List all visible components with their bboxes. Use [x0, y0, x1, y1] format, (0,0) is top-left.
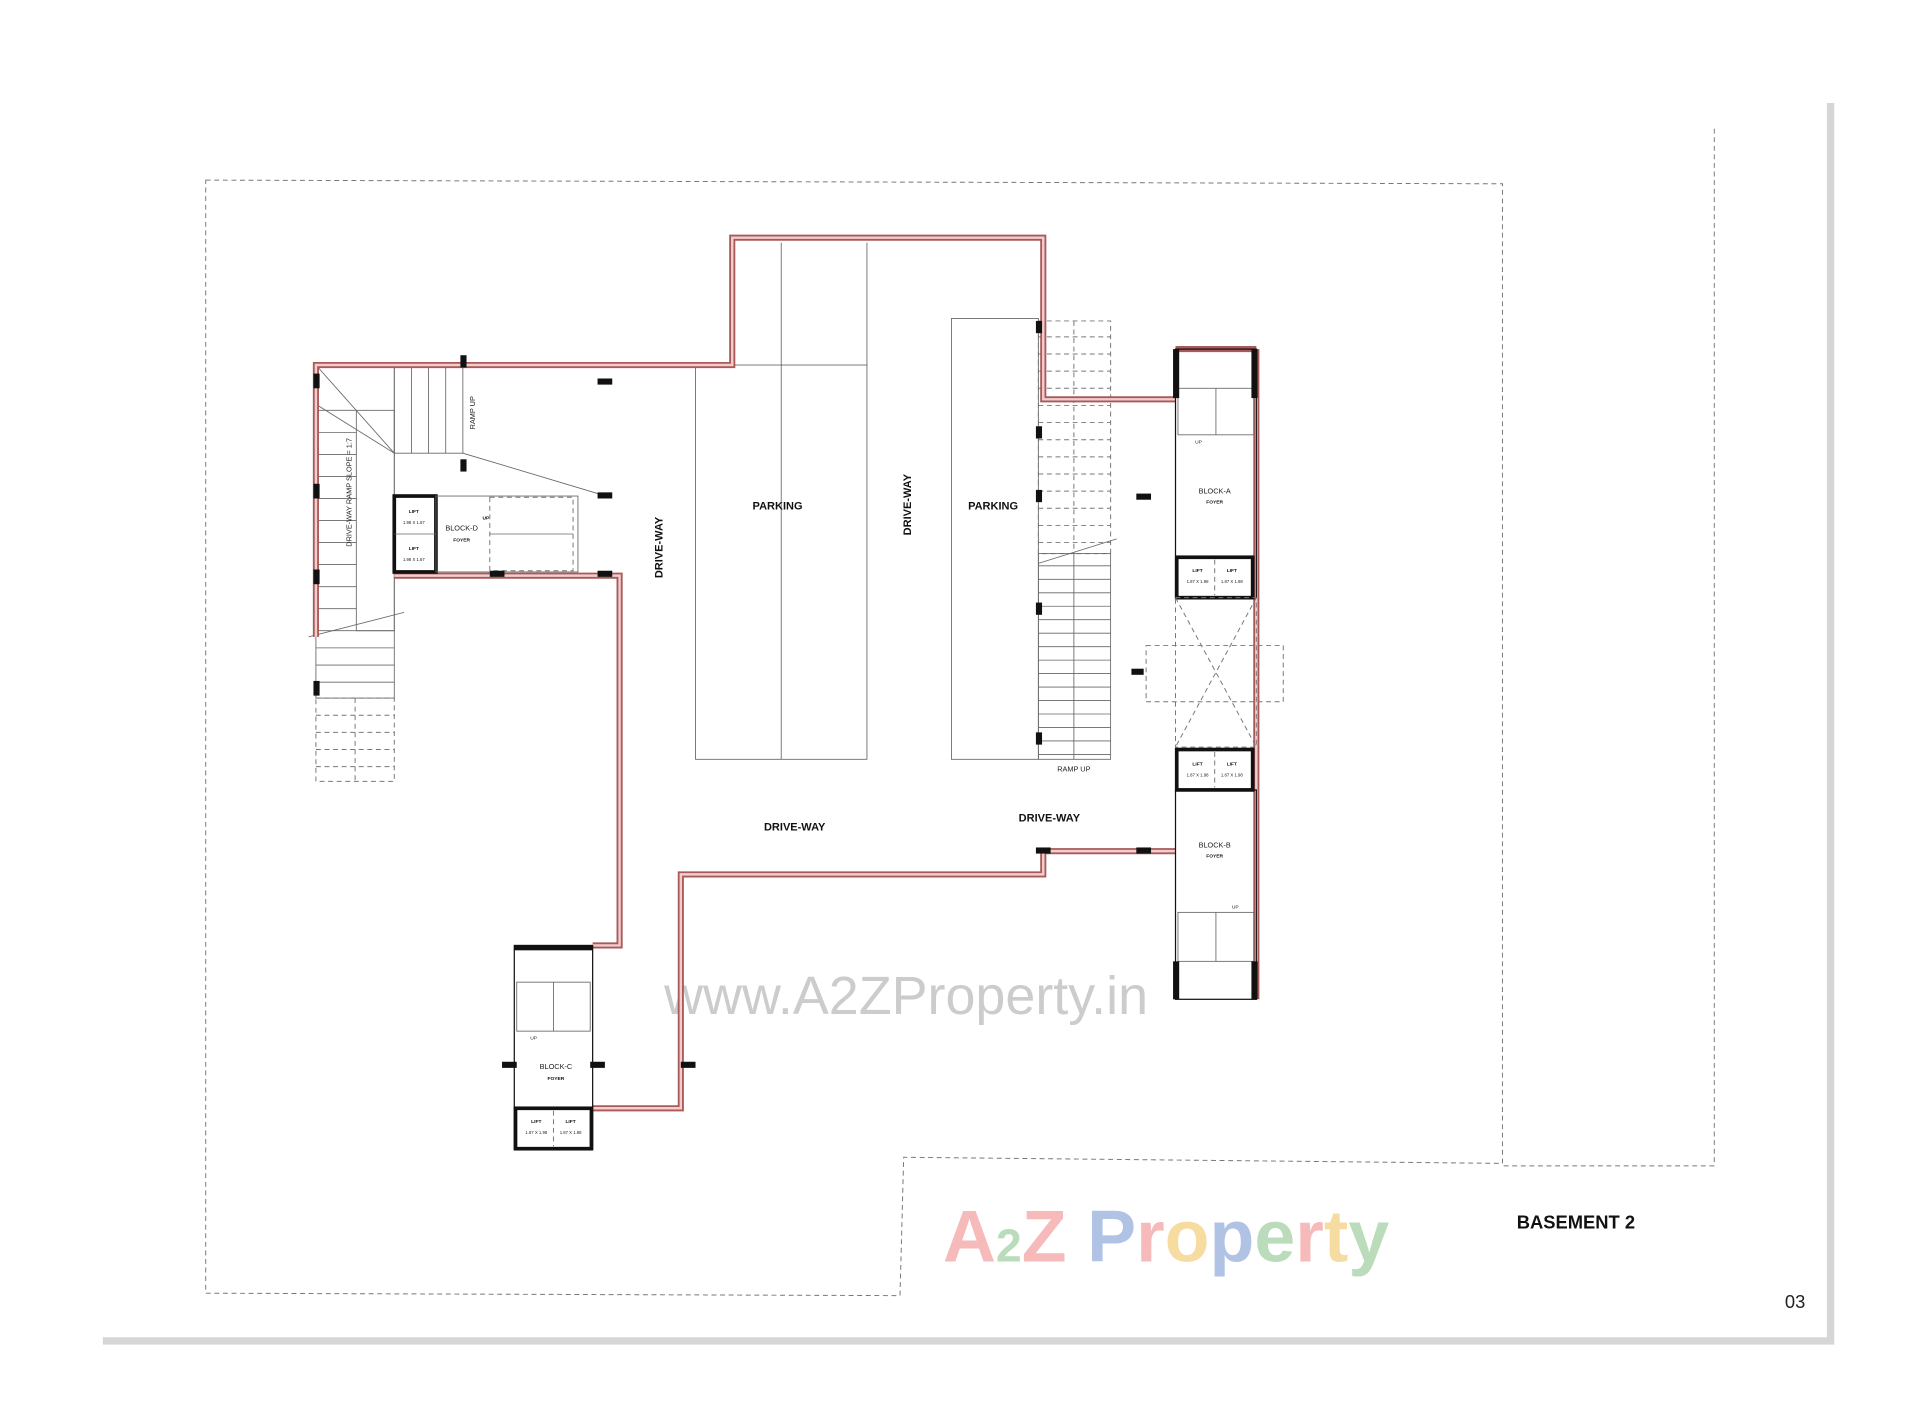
block-a-lift-1: LIFT [1192, 568, 1202, 574]
block-d-up-label: UP [482, 515, 490, 521]
page-number: 03 [1785, 1291, 1805, 1312]
ramp-right-steps [1038, 336, 1111, 755]
block-c-up-label: UP [530, 1036, 537, 1042]
block-b-up-label: UP [1232, 905, 1239, 911]
ramp-slope-label: DRIVE-WAY RAMP SLOPE = 1:7 [344, 438, 353, 547]
plot-boundary [205, 179, 1503, 1297]
block-c-lift-2: LIFT [565, 1119, 575, 1125]
driveway-label-1: DRIVE-WAY [653, 516, 665, 578]
block-a-foyer: FOYER [1206, 499, 1223, 505]
paper [95, 95, 1835, 1345]
block-a: UP BLOCK-A FOYER LIFT 1.87 X 1.98 LIFT 1… [1173, 348, 1258, 600]
block-d-lift-2: LIFT [409, 546, 419, 552]
block-d-name: BLOCK-D [445, 523, 478, 532]
block-b-lift-1-size: 1.87 X 1.98 [1187, 772, 1209, 777]
driveway-label-2: DRIVE-WAY [902, 473, 914, 535]
block-b-lift-2-size: 1.87 X 1.98 [1221, 772, 1243, 777]
block-c-lift-1-size: 1.87 X 1.98 [525, 1130, 547, 1135]
block-d-lift-1-size: 1.98 X 1.67 [403, 520, 425, 525]
block-b: LIFT 1.87 X 1.98 LIFT 1.87 X 1.98 BLOCK-… [1173, 747, 1258, 1000]
block-c-lift-1: LIFT [531, 1119, 541, 1125]
block-b-lift-1: LIFT [1192, 761, 1202, 767]
block-a-lift-1-size: 1.87 X 1.98 [1187, 579, 1209, 584]
outer-boundary [1502, 128, 1715, 1167]
watermark-logo: A2Z Property [943, 1194, 1389, 1277]
block-a-lift-2: LIFT [1227, 568, 1237, 574]
driveway-label-3: DRIVE-WAY [764, 821, 826, 833]
sheet-title: BASEMENT 2 [1517, 1211, 1635, 1232]
block-a-name: BLOCK-A [1199, 487, 1231, 496]
watermark-url: www.A2ZProperty.in [663, 966, 1148, 1026]
block-d-lift-2-size: 1.98 X 1.67 [403, 557, 425, 562]
ramp-up-label-1: RAMP UP [1057, 765, 1090, 774]
ramp-left-steps [315, 365, 447, 768]
block-b-lift-2: LIFT [1227, 761, 1237, 767]
block-d-lift-1: LIFT [409, 509, 419, 515]
connecting-lobby [1131, 493, 1284, 748]
driveway-label-4: DRIVE-WAY [1019, 813, 1081, 825]
block-b-name: BLOCK-B [1199, 840, 1231, 849]
block-c-foyer: FOYER [548, 1076, 565, 1082]
block-a-up-label: UP [1195, 439, 1202, 445]
block-c-lift-2-size: 1.87 X 1.98 [560, 1130, 582, 1135]
block-d: LIFT 1.98 X 1.67 LIFT 1.98 X 1.67 BLOCK-… [392, 355, 613, 577]
parking-label-1: PARKING [753, 501, 803, 513]
block-a-lift-2-size: 1.87 X 1.98 [1221, 579, 1243, 584]
svg-text:A2Z Property: A2Z Property [943, 1194, 1389, 1277]
block-d-foyer: FOYER [453, 537, 470, 543]
parking-area-2 [951, 318, 1039, 760]
parking-label-2: PARKING [968, 501, 1018, 513]
block-b-foyer: FOYER [1206, 853, 1223, 859]
parking-area-1 [695, 242, 868, 760]
columns [313, 320, 1152, 1068]
block-c: UP BLOCK-C FOYER LIFT 1.87 X 1.98 LIFT 1… [502, 944, 605, 1151]
block-c-name: BLOCK-C [540, 1062, 573, 1071]
ramp-up-label-2: RAMP UP [468, 396, 477, 429]
